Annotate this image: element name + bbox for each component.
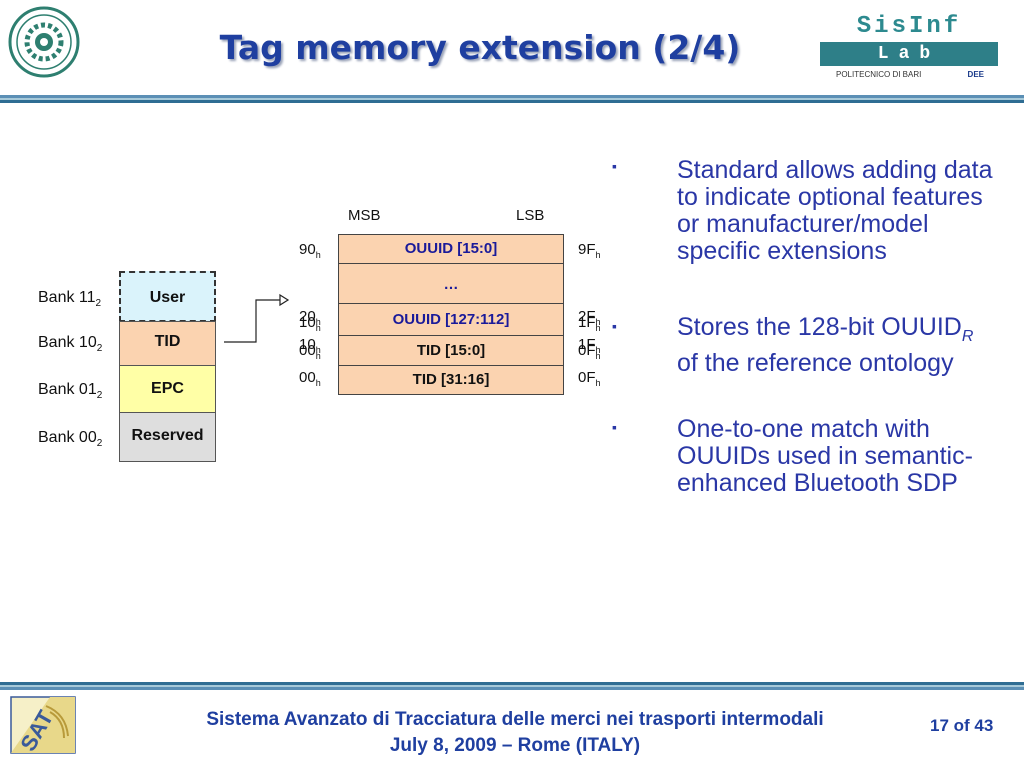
- memory-row-ouuid-high: OUUID [127:112]: [338, 303, 564, 336]
- memory-row-tid-high: TID [31:16]: [338, 365, 564, 395]
- footer-project-title: Sistema Avanzato di Tracciatura delle me…: [206, 709, 824, 730]
- university-seal-logo: [8, 6, 80, 78]
- address-right-0f-overlap: 0Fh: [578, 342, 601, 361]
- bank-tid-box: TID: [119, 321, 216, 366]
- address-right-1f: 1Fh: [578, 336, 601, 355]
- address-left-20: 20h: [299, 308, 321, 327]
- bullet-marker-1: ▪: [612, 158, 617, 174]
- memory-row-tid-low: TID [15:0]: [338, 335, 564, 366]
- memory-row-ellipsis: …: [338, 263, 564, 304]
- lab-logo-name: SisInf: [856, 13, 962, 40]
- user-bank-arrow: [224, 293, 290, 343]
- bank-user-box: User: [119, 271, 216, 322]
- bank-10-label: Bank 102: [38, 334, 103, 355]
- address-left-00-overlap: 00h: [299, 342, 321, 361]
- address-right-2f: 2Fh: [578, 308, 601, 327]
- sisinf-lab-logo: SisInf Lab POLITECNICO DI BARI DEE: [818, 14, 1000, 84]
- sat-project-logo: SAT: [10, 696, 76, 755]
- slide-title: Tag memory extension (2/4): [219, 28, 741, 67]
- address-left-10: 10h: [299, 336, 321, 355]
- bullet-text-1: Standard allows adding data to indicate …: [677, 156, 993, 265]
- footer-divider: [0, 682, 1024, 690]
- bank-reserved-box: Reserved: [119, 412, 216, 462]
- address-right-9f: 9Fh: [578, 241, 601, 260]
- bullet-text-2: Stores the 128-bit OUUIDR of the referen…: [677, 313, 974, 377]
- address-left-90: 90h: [299, 241, 321, 260]
- address-left-10-overlap: 10h: [299, 314, 321, 333]
- lab-logo-department: DEE: [967, 70, 984, 79]
- bullet-marker-2: ▪: [612, 318, 617, 334]
- bank-00-label: Bank 002: [38, 429, 103, 450]
- memory-row-ouuid-low: OUUID [15:0]: [338, 234, 564, 264]
- address-left-00: 00h: [299, 369, 321, 388]
- lab-logo-institution: POLITECNICO DI BARI: [836, 70, 922, 79]
- bank-01-label: Bank 012: [38, 381, 103, 402]
- footer-event-date: July 8, 2009 – Rome (ITALY): [389, 735, 641, 756]
- bank-epc-box: EPC: [119, 365, 216, 413]
- bullet-text-3: One-to-one match with OUUIDs used in sem…: [677, 415, 973, 497]
- header-divider: [0, 95, 1024, 103]
- page-number: 17 of 43: [930, 716, 994, 735]
- lab-logo-bar: Lab: [820, 42, 998, 66]
- bank-11-label: Bank 112: [38, 289, 102, 310]
- address-right-1f-overlap: 1Fh: [578, 314, 601, 333]
- msb-label: MSB: [348, 207, 381, 224]
- bullet-marker-3: ▪: [612, 419, 617, 435]
- address-right-0f: 0Fh: [578, 369, 601, 388]
- lab-logo-footer: POLITECNICO DI BARI DEE: [820, 68, 998, 82]
- lsb-label: LSB: [516, 207, 545, 224]
